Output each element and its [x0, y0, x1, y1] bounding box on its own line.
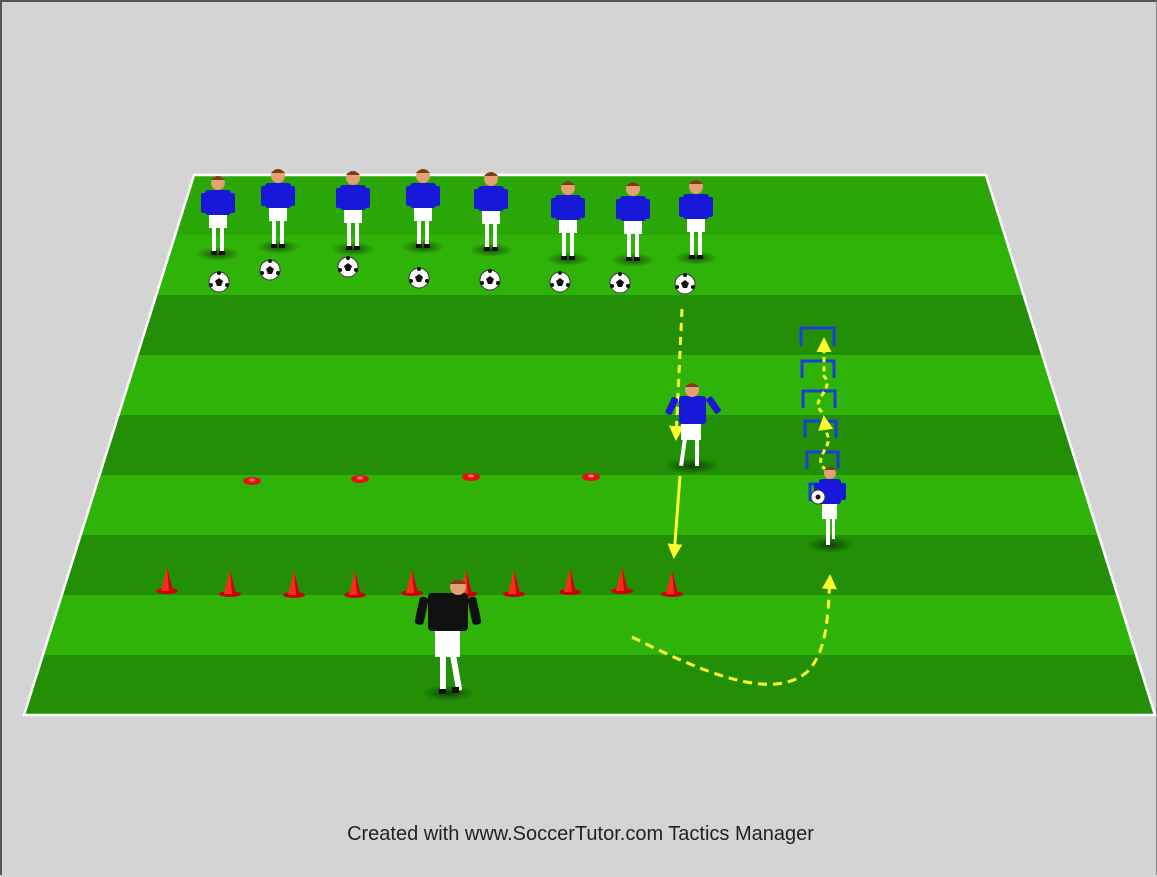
- movement-arrows: [631, 308, 837, 686]
- ball: [408, 267, 430, 289]
- mini-hurdle: [801, 389, 837, 408]
- ball: [208, 271, 230, 293]
- cone: [401, 569, 423, 596]
- flat-marker: [243, 477, 261, 485]
- cone: [661, 570, 683, 597]
- player: [256, 169, 300, 254]
- balls: [208, 256, 696, 295]
- cone-line: [156, 567, 683, 598]
- ball: [337, 256, 359, 278]
- cone: [219, 570, 241, 597]
- pitch: [24, 175, 1155, 715]
- cone: [503, 570, 525, 597]
- cone: [611, 567, 633, 594]
- active-player-dribbling: [664, 383, 721, 474]
- run-arrow: [631, 574, 837, 686]
- weave-arrow-1: [818, 415, 834, 472]
- cone: [344, 571, 366, 598]
- flat-marker: [462, 473, 480, 481]
- flat-markers: [243, 473, 600, 485]
- ball: [609, 272, 631, 294]
- dribble-arrow-1: [669, 308, 685, 441]
- pitch-boundary: [22, 173, 1157, 717]
- player: [331, 171, 375, 256]
- ball: [810, 489, 826, 505]
- cone: [156, 567, 178, 594]
- player: [546, 181, 590, 266]
- flat-marker: [351, 475, 369, 483]
- cone: [559, 568, 581, 595]
- player: [401, 169, 445, 254]
- ball: [259, 259, 281, 281]
- flat-marker: [582, 473, 600, 481]
- coach: [414, 579, 482, 701]
- player: [469, 172, 513, 257]
- ball: [549, 271, 571, 293]
- player: [196, 176, 240, 261]
- player: [674, 180, 718, 265]
- player: [611, 182, 655, 267]
- mini-hurdle: [799, 326, 836, 346]
- active-player-hurdles: [806, 466, 854, 553]
- cone: [283, 571, 305, 598]
- ball: [674, 273, 696, 295]
- weave-arrow-2: [816, 337, 832, 414]
- credit-line: Created with www.SoccerTutor.com Tactics…: [347, 823, 814, 845]
- pass-arrow: [667, 475, 683, 559]
- waiting-players: [196, 169, 718, 267]
- mini-hurdle: [800, 359, 836, 378]
- ball: [479, 269, 501, 291]
